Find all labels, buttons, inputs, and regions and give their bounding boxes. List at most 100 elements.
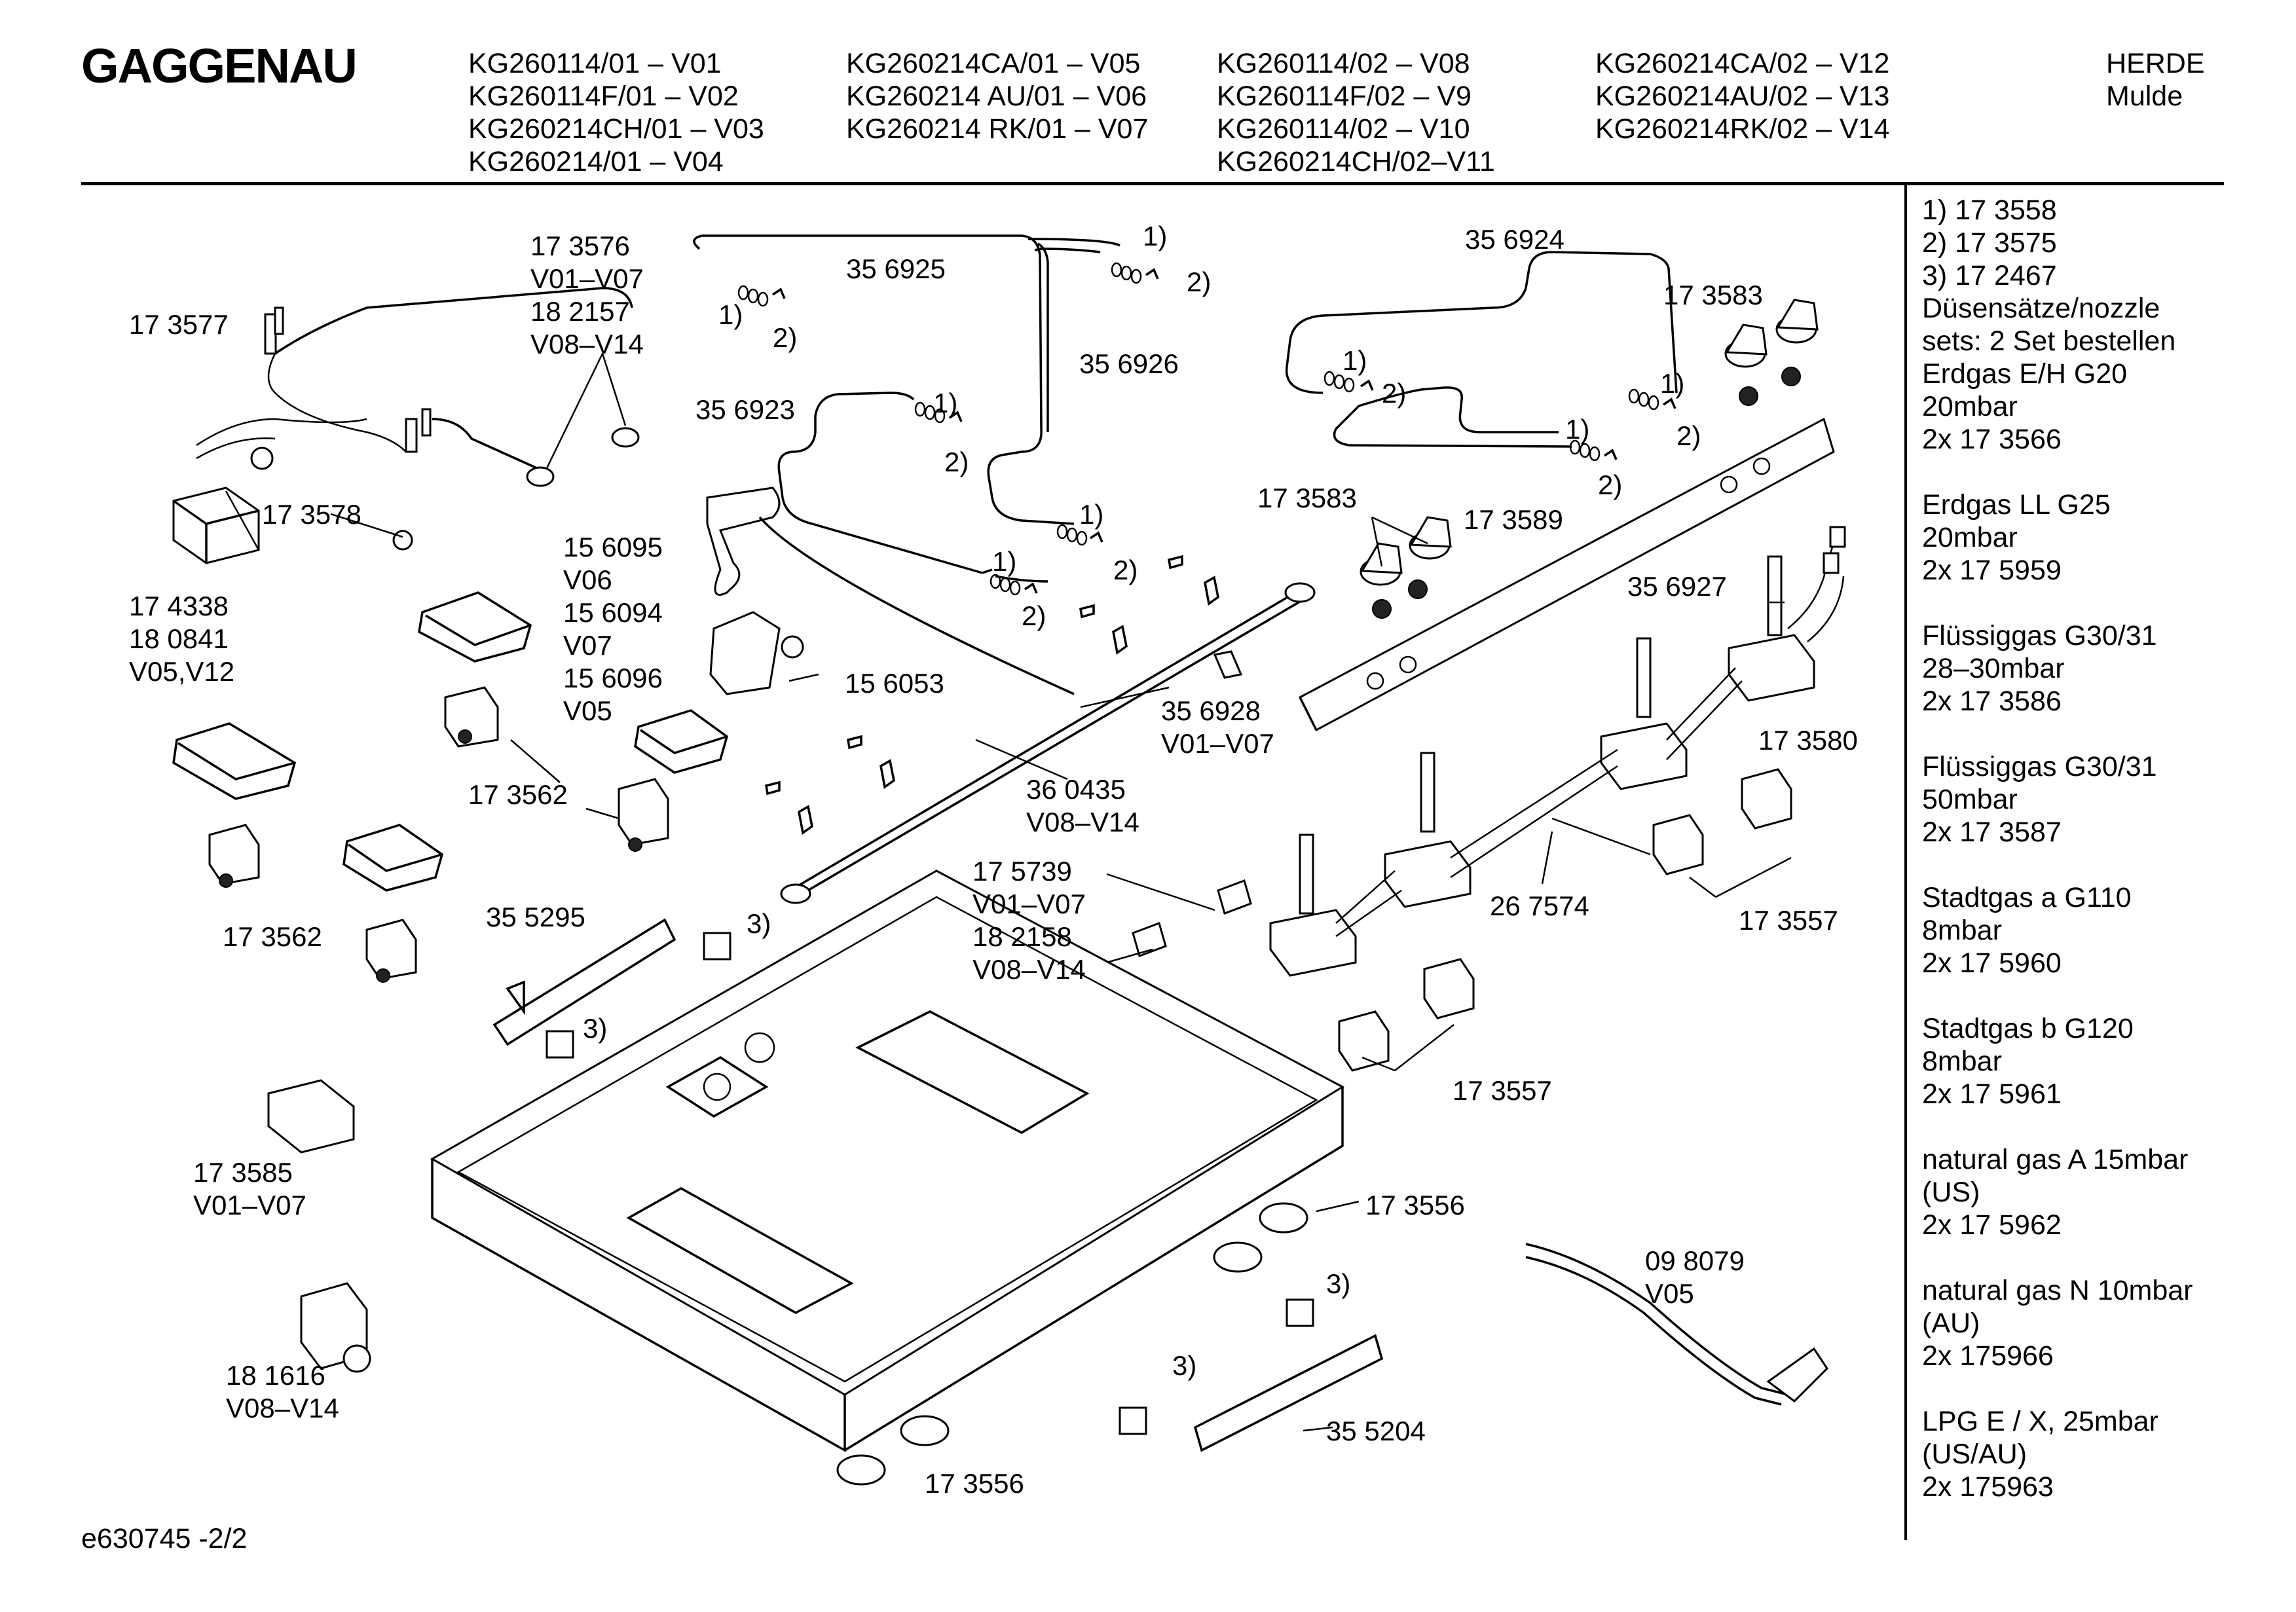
gas-pressure: 28–30mbar [1922, 653, 2065, 684]
footnote-marker: 2) [1676, 420, 1701, 451]
callout: 15 6096 [563, 663, 663, 693]
clips-and-screws [765, 555, 1219, 835]
callout: 18 2158 [972, 921, 1072, 952]
callout: 15 6053 [845, 668, 944, 699]
callout: V06 [563, 564, 612, 595]
callout: V08–V14 [530, 329, 644, 359]
gas-set: Erdgas E/H G20 20mbar 2x 17 3566 [1922, 357, 2276, 456]
gas-pipe-356923 [777, 392, 983, 574]
callout: 17 3577 [129, 309, 229, 340]
nozzle-title-line: Düsensätze/nozzle [1922, 293, 2160, 324]
callout: 26 7574 [1490, 890, 1589, 921]
footnote: 1) 17 3558 [1922, 194, 2057, 226]
callout: V01–V07 [1161, 728, 1274, 759]
misc-lower-parts [267, 650, 1252, 1373]
drawing-number: e630745 -2/2 [81, 1523, 248, 1554]
callout: V01–V07 [972, 888, 1086, 919]
callout: 17 3556 [1365, 1190, 1465, 1220]
product-type: HERDE Mulde [2106, 47, 2205, 113]
footnote-marker: 1) [1565, 414, 1589, 445]
callout: 17 3589 [1464, 504, 1563, 535]
callout: 35 6924 [1465, 224, 1565, 255]
callout: 17 5739 [972, 856, 1072, 887]
footnote-marker: 1) [1660, 368, 1684, 399]
callout: V05 [1645, 1278, 1694, 1309]
footnote-marker: 1) [992, 546, 1016, 577]
gas-valve-bank [1269, 526, 1846, 977]
gas-set: natural gas A 15mbar (US) 2x 17 5962 [1922, 1143, 2276, 1241]
nozzle-part: 2x 175963 [1922, 1471, 2054, 1503]
gas-set: Flüssiggas G30/31 28–30mbar 2x 17 3586 [1922, 619, 2276, 718]
footnote-marker: 2) [944, 447, 969, 477]
nozzle-part: 2x 17 5962 [1922, 1209, 2062, 1241]
nozzle-sidebar: 1) 17 3558 2) 17 3575 3) 17 2467 Düsensä… [1922, 194, 2276, 1503]
callout: V08–V14 [972, 954, 1086, 985]
gas-pressure: 8mbar [1922, 915, 2002, 946]
gas-set: Flüssiggas G30/31 50mbar 2x 17 3587 [1922, 750, 2276, 849]
model-line: KG260214CH/01 – V03 [468, 113, 764, 145]
footnote-marker: 1) [718, 299, 743, 330]
gas-pipe-356925 [693, 234, 1075, 525]
callout: 17 3580 [1758, 725, 1858, 756]
footnote-marker: 1) [933, 388, 957, 418]
header-divider [81, 182, 2224, 185]
callout: 17 3576 [530, 230, 630, 261]
callout: 17 3585 [193, 1157, 293, 1188]
burner-brackets [172, 591, 729, 892]
footnote-marker: 2) [1022, 600, 1046, 631]
nozzle-part: 2x 17 3587 [1922, 816, 2062, 848]
gas-set: LPG E / X, 25mbar (US/AU) 2x 175963 [1922, 1405, 2276, 1503]
callout: 18 0841 [129, 623, 229, 654]
model-line: KG260214CA/01 – V05 [846, 48, 1141, 79]
leader-lines [225, 353, 1785, 1432]
footnote-marker: 3) [1326, 1268, 1350, 1299]
footnote-marker: 1) [1342, 345, 1367, 376]
callout: 35 6923 [695, 394, 795, 425]
gas-pressure: (US) [1922, 1177, 1980, 1208]
gas-type: Erdgas E/H G20 [1922, 358, 2128, 390]
gas-type: LPG E / X, 25mbar [1922, 1406, 2158, 1437]
gas-pressure: (US/AU) [1922, 1438, 2028, 1470]
callout: 15 6094 [563, 597, 663, 628]
gas-set: natural gas N 10mbar (AU) 2x 175966 [1922, 1274, 2276, 1372]
callout: 17 3556 [925, 1468, 1024, 1499]
gas-set: Erdgas LL G25 20mbar 2x 17 5959 [1922, 488, 2276, 587]
model-line: KG260214CA/02 – V12 [1595, 48, 1890, 79]
callout: 35 6927 [1627, 571, 1727, 602]
footnote-marker: 2) [1187, 266, 1211, 297]
footnote-list: 1) 17 3558 2) 17 3575 3) 17 2467 [1922, 194, 2276, 292]
footnote-marker: 2) [1598, 469, 1622, 500]
nozzle-part: 2x 17 3566 [1922, 424, 2062, 455]
callout: 09 8079 [1645, 1245, 1745, 1276]
nozzle-part: 2x 17 5961 [1922, 1078, 2062, 1110]
model-line: KG260214/01 – V04 [468, 146, 724, 177]
manifold-elbow [706, 486, 1316, 904]
gas-pressure: 50mbar [1922, 784, 2018, 815]
gas-pipe-356923b [982, 568, 1048, 583]
power-cord [1525, 1243, 1828, 1406]
nozzle-part: 2x 17 5960 [1922, 947, 2062, 979]
ignition-module [172, 486, 260, 564]
callout: 17 3557 [1739, 905, 1838, 936]
model-line: KG260114/02 – V10 [1217, 113, 1470, 145]
callout: 17 3562 [223, 921, 322, 952]
grommets [836, 1202, 1308, 1486]
footnote: 3) 17 2467 [1922, 260, 2057, 291]
gas-type: natural gas N 10mbar [1922, 1275, 2193, 1306]
gas-type: Flüssiggas G30/31 [1922, 751, 2157, 782]
callout: 18 2157 [530, 296, 630, 327]
sidebar-divider [1904, 185, 1907, 1540]
callout: V05 [563, 695, 612, 726]
callout: 35 6928 [1161, 695, 1261, 726]
footnote-marker: 1) [1079, 499, 1103, 530]
model-list-col4: KG260214CA/02 – V12 KG260214AU/02 – V13 … [1595, 47, 1889, 145]
control-panel-strip [1299, 417, 1835, 732]
model-list-col1: KG260114/01 – V01 KG260114F/01 – V02 KG2… [468, 47, 764, 178]
model-list-col2: KG260214CA/01 – V05 KG260214 AU/01 – V06… [846, 47, 1148, 145]
nozzle-title: Düsensätze/nozzle sets: 2 Set bestellen [1922, 292, 2276, 357]
footnote-marker: 2) [1113, 555, 1138, 585]
callout: 35 6925 [846, 253, 946, 284]
gas-type: Stadtgas b G120 [1922, 1013, 2134, 1044]
